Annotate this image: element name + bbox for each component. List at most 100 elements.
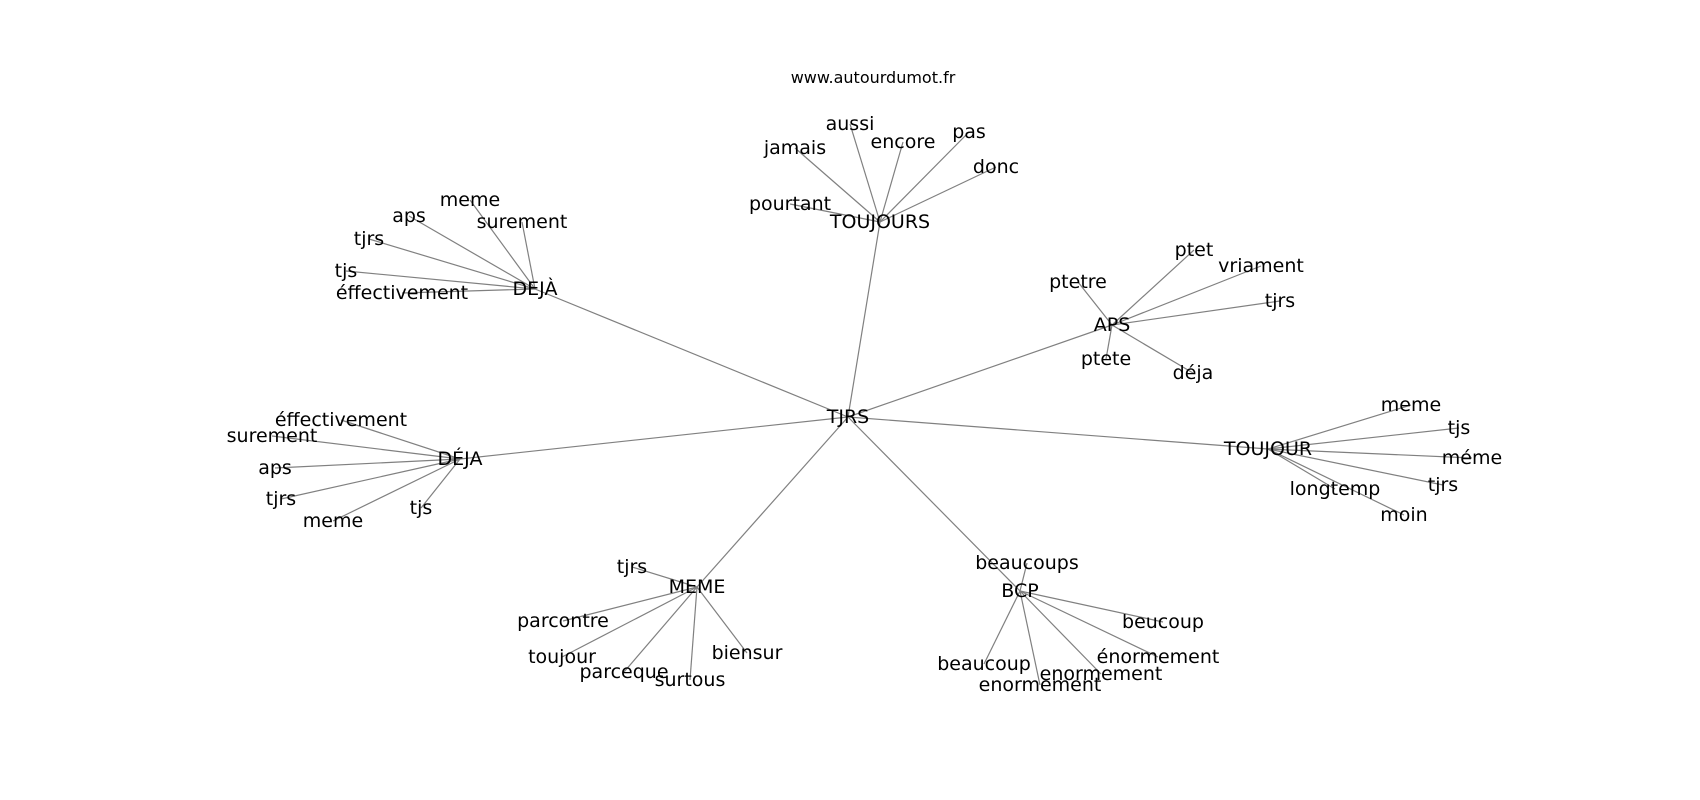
node-leaf-meme[interactable]: meme bbox=[440, 189, 500, 211]
edge-bcp-enormement bbox=[1019, 590, 1102, 675]
node-leaf-encore[interactable]: encore bbox=[871, 131, 936, 153]
edge-toujours-jamais bbox=[794, 147, 881, 223]
node-leaf-ptete[interactable]: ptete bbox=[1081, 348, 1131, 370]
node-leaf-effectivement[interactable]: éffectivement bbox=[336, 282, 468, 304]
edge-bcp-beucoup bbox=[1019, 590, 1164, 623]
edge-toujours-encore bbox=[879, 141, 904, 223]
node-leaf-ptet[interactable]: ptet bbox=[1175, 239, 1214, 261]
edge-center-toujours bbox=[847, 221, 881, 418]
node-hub-meme[interactable]: MEME bbox=[669, 576, 726, 598]
node-leaf-surtous[interactable]: surtous bbox=[655, 669, 726, 691]
node-leaf-enormement[interactable]: enormement bbox=[1040, 663, 1163, 685]
edge-center-aps bbox=[847, 324, 1113, 418]
node-leaf-enormement[interactable]: enormement bbox=[979, 674, 1102, 696]
edge-deja-tjs bbox=[420, 458, 461, 509]
node-leaf-surement[interactable]: surement bbox=[227, 425, 318, 447]
edge-deja-tjs bbox=[345, 270, 536, 290]
node-leaf-deja[interactable]: déja bbox=[1173, 362, 1214, 384]
edge-toujour-moin bbox=[1267, 448, 1405, 516]
edge-deja-aps bbox=[408, 215, 536, 290]
edge-deja-aps bbox=[274, 458, 461, 469]
edge-meme-surtous bbox=[689, 586, 698, 681]
edge-center-deja bbox=[534, 288, 849, 418]
edge-center-bcp bbox=[847, 416, 1021, 592]
edge-toujours-donc bbox=[879, 166, 997, 223]
node-leaf-aps[interactable]: aps bbox=[258, 457, 292, 479]
edge-aps-ptetre bbox=[1077, 281, 1113, 326]
node-leaf-beaucoups[interactable]: beaucoups bbox=[975, 552, 1079, 574]
node-leaf-donc[interactable]: donc bbox=[973, 156, 1019, 178]
node-leaf-ptetre[interactable]: ptetre bbox=[1049, 271, 1107, 293]
node-leaf-tjs[interactable]: tjs bbox=[410, 497, 433, 519]
edge-center-toujour bbox=[847, 416, 1269, 450]
node-leaf-beaucoup[interactable]: beaucoup bbox=[937, 653, 1031, 675]
node-leaf-toujour[interactable]: toujour bbox=[528, 646, 596, 668]
node-hub-toujour[interactable]: TOUJOUR bbox=[1223, 438, 1312, 460]
edge-deja-meme bbox=[332, 458, 461, 522]
edge-toujours-aussi bbox=[849, 123, 881, 223]
edge-toujour-tjs bbox=[1267, 427, 1460, 450]
edge-deja-effectivement bbox=[340, 419, 461, 460]
node-leaf-pas[interactable]: pas bbox=[952, 121, 986, 143]
edge-toujour-longtemp bbox=[1267, 448, 1336, 490]
edge-meme-toujour bbox=[561, 586, 698, 658]
node-leaf-moin[interactable]: moin bbox=[1380, 504, 1427, 526]
node-hub-bcp[interactable]: BCP bbox=[1001, 580, 1038, 602]
edge-aps-ptet bbox=[1111, 249, 1195, 326]
edge-toujour-meme bbox=[1267, 448, 1473, 459]
edge-aps-deja bbox=[1111, 324, 1194, 374]
node-leaf-tjrs[interactable]: tjrs bbox=[354, 228, 384, 250]
node-leaf-tjs[interactable]: tjs bbox=[1448, 417, 1471, 439]
node-leaf-jamais[interactable]: jamais bbox=[763, 137, 826, 159]
node-hub-toujours[interactable]: TOUJOURS bbox=[829, 211, 930, 233]
edge-bcp-enormement bbox=[1019, 590, 1159, 658]
edge-deja-tjrs bbox=[368, 238, 536, 290]
node-hub-aps[interactable]: APS bbox=[1094, 314, 1131, 336]
node-leaf-effectivement[interactable]: éffectivement bbox=[275, 409, 407, 431]
node-leaf-pourtant[interactable]: pourtant bbox=[749, 193, 831, 215]
edge-toujour-tjrs bbox=[1267, 448, 1444, 486]
edge-meme-biensur bbox=[696, 586, 748, 654]
node-hub-deja[interactable]: DEJÀ bbox=[513, 277, 558, 300]
node-leaf-tjrs[interactable]: tjrs bbox=[266, 488, 296, 510]
node-center[interactable]: TJRS bbox=[826, 406, 869, 428]
node-leaf-tjrs[interactable]: tjrs bbox=[1265, 290, 1295, 312]
node-leaf-meme[interactable]: meme bbox=[303, 510, 363, 532]
node-leaf-biensur[interactable]: biensur bbox=[712, 642, 783, 664]
labels: www.autourdumot.fr TJRS TOUJOURS aussijama… bbox=[227, 68, 1503, 696]
edge-toujour-meme bbox=[1267, 404, 1412, 450]
node-leaf-tjrs[interactable]: tjrs bbox=[617, 556, 647, 578]
node-leaf-meme[interactable]: meme bbox=[1381, 394, 1441, 416]
edge-deja-tjrs bbox=[280, 458, 461, 500]
node-leaf-longtemp[interactable]: longtemp bbox=[1290, 478, 1381, 500]
edge-meme-parceque bbox=[623, 586, 698, 673]
node-leaf-parcontre[interactable]: parcontre bbox=[517, 610, 609, 632]
edge-bcp-beaucoups bbox=[1019, 562, 1028, 592]
edge-bcp-beaucoup bbox=[983, 590, 1021, 665]
node-leaf-enormement[interactable]: énormement bbox=[1097, 646, 1220, 668]
edges bbox=[271, 123, 1473, 686]
edge-meme-tjrs bbox=[631, 566, 698, 588]
node-hub-deja[interactable]: DÉJA bbox=[438, 447, 483, 470]
edge-meme-parcontre bbox=[562, 586, 698, 622]
site-url[interactable]: www.autourdumot.fr bbox=[791, 68, 956, 87]
node-leaf-meme[interactable]: méme bbox=[1442, 447, 1502, 469]
node-leaf-beucoup[interactable]: beucoup bbox=[1122, 611, 1204, 633]
node-leaf-tjs[interactable]: tjs bbox=[335, 260, 358, 282]
edge-deja-meme bbox=[469, 199, 536, 290]
edge-bcp-enormement bbox=[1019, 590, 1041, 686]
node-leaf-surement[interactable]: surement bbox=[477, 211, 568, 233]
edge-toujours-pas bbox=[879, 131, 970, 223]
node-leaf-vriament[interactable]: vriament bbox=[1218, 255, 1304, 277]
node-leaf-parceque[interactable]: parceque bbox=[579, 661, 668, 683]
node-leaf-aussi[interactable]: aussi bbox=[826, 113, 875, 135]
edge-aps-tjrs bbox=[1111, 300, 1281, 326]
node-leaf-aps[interactable]: aps bbox=[392, 205, 426, 227]
edge-deja-surement bbox=[271, 435, 461, 460]
edge-deja-surement bbox=[521, 221, 536, 290]
edge-center-meme bbox=[696, 416, 849, 588]
edge-aps-vriament bbox=[1111, 265, 1262, 326]
edge-aps-ptete bbox=[1105, 324, 1113, 360]
node-leaf-tjrs[interactable]: tjrs bbox=[1428, 474, 1458, 496]
